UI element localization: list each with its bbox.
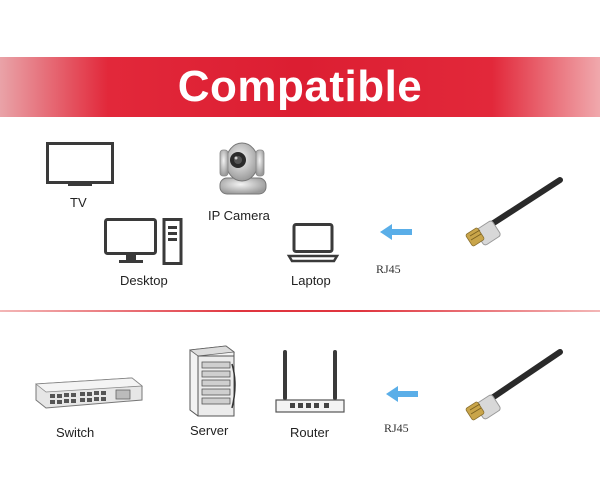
laptop-icon	[286, 223, 340, 263]
section-divider	[0, 310, 600, 312]
ip-camera-label: IP Camera	[208, 208, 270, 223]
desktop-icon	[104, 218, 183, 265]
rj45-label-top: RJ45	[376, 262, 401, 276]
switch-label: Switch	[56, 425, 95, 440]
laptop-label: Laptop	[291, 273, 331, 288]
arrow-left-icon	[380, 224, 412, 240]
desktop-label: Desktop	[120, 273, 168, 288]
rj45-cable-icon	[465, 177, 563, 247]
switch-icon	[34, 377, 144, 409]
server-label: Server	[190, 423, 229, 438]
banner-title: Compatible	[177, 62, 423, 111]
router-label: Router	[290, 425, 330, 440]
server-icon	[188, 345, 236, 417]
compatible-banner: Compatible	[0, 57, 600, 117]
router-icon	[275, 350, 345, 413]
tv-icon	[46, 142, 114, 186]
rj45-label-bottom: RJ45	[384, 421, 409, 435]
tv-label: TV	[70, 195, 87, 210]
ip-camera-icon	[219, 142, 267, 195]
arrow-left-icon	[386, 386, 418, 402]
rj45-cable-icon	[465, 349, 563, 421]
